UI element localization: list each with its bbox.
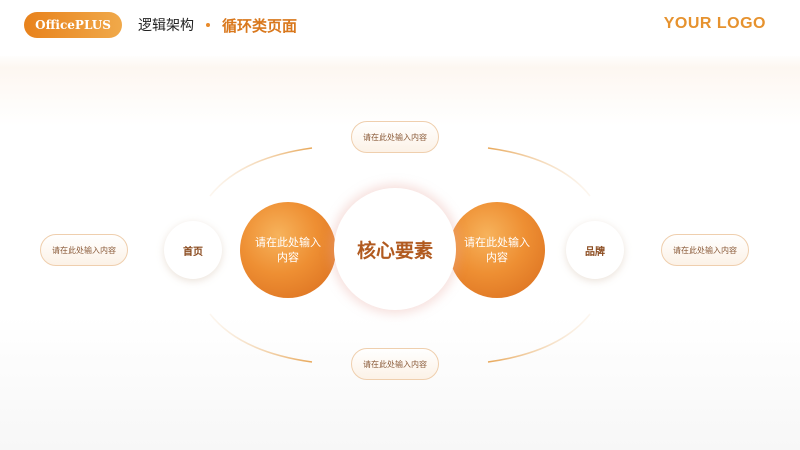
- arc-bottom-left: [209, 313, 313, 363]
- node-right-inner: 请在此处输入内容: [449, 202, 545, 298]
- arc-bottom-right: [487, 313, 591, 363]
- header-bar: OfficePLUS 逻辑架构 循环类页面 YOUR LOGO: [0, 0, 800, 56]
- core-node: 核心要素: [334, 188, 456, 310]
- text-pill-right: 请在此处输入内容: [661, 234, 749, 266]
- breadcrumb-separator-dot: [206, 23, 210, 27]
- arc-top-left: [209, 147, 313, 197]
- node-left-inner: 请在此处输入内容: [240, 202, 336, 298]
- breadcrumb: 逻辑架构 循环类页面: [138, 14, 297, 36]
- text-pill-bottom: 请在此处输入内容: [351, 348, 439, 380]
- node-brand: 品牌: [566, 221, 624, 279]
- logo: YOUR LOGO: [663, 15, 766, 32]
- text-pill-top: 请在此处输入内容: [351, 121, 439, 153]
- arc-top-right: [487, 147, 591, 197]
- breadcrumb-parent: 逻辑架构: [138, 18, 194, 34]
- page-title: 循环类页面: [222, 16, 298, 35]
- brand-badge: OfficePLUS: [24, 12, 122, 38]
- node-home: 首页: [164, 221, 222, 279]
- text-pill-left: 请在此处输入内容: [40, 234, 128, 266]
